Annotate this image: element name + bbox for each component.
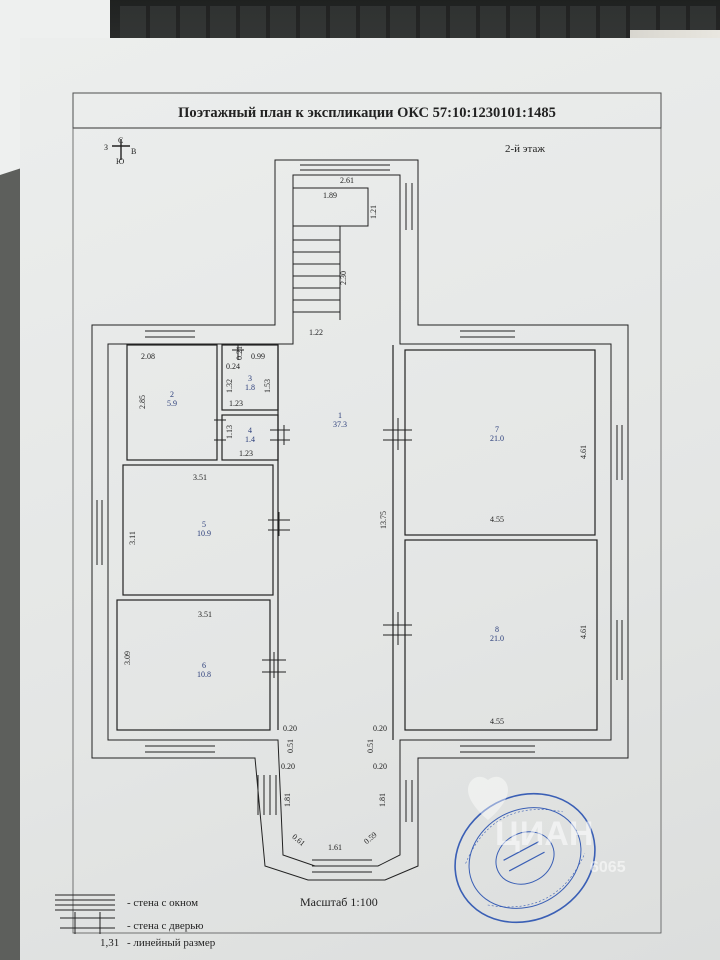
compass-north: С: [118, 136, 123, 145]
dim-room3-width: 0.99: [251, 352, 265, 361]
watermark: ЦИАН 6065: [468, 776, 626, 876]
dim-wall-left-2: 0.51: [286, 739, 295, 753]
scale-label: Масштаб 1:100: [300, 895, 378, 909]
dim-room3-height-left: 1.32: [225, 379, 234, 393]
doors: [214, 345, 412, 678]
floor-label: 2-й этаж: [505, 143, 545, 155]
dim-stair-landing: 1.89: [323, 191, 337, 200]
compass: С З В Ю: [104, 136, 136, 166]
room-7-area: 21.0: [490, 434, 504, 443]
dim-room3-height-right: 1.53: [263, 379, 272, 393]
dim-room3-small: 0.21: [235, 346, 244, 360]
dim-wall-left-1: 0.20: [283, 724, 297, 733]
dim-stair-top: 2.61: [340, 176, 354, 185]
room-3-number: 3: [248, 374, 252, 383]
room-2-outline: [126, 344, 218, 461]
room-1-number: 1: [338, 411, 342, 420]
floor-plan-paper: Поэтажный план к экспликации ОКС 57:10:1…: [20, 38, 720, 960]
dim-room4-height: 1.13: [225, 425, 234, 439]
dim-wall-right-1: 0.20: [373, 724, 387, 733]
room-5-area: 10.9: [197, 529, 211, 538]
room-4-area: 1.4: [245, 435, 255, 444]
dim-room8-width: 4.55: [490, 717, 504, 726]
legend: - стена с окном - стена с дверью 1,31 - …: [55, 894, 216, 949]
dim-room7-height: 4.61: [579, 445, 588, 459]
dim-room7-width: 4.55: [490, 515, 504, 524]
room-3-area: 1.8: [245, 383, 255, 392]
legend-door-text: - стена с дверью: [127, 920, 203, 932]
dim-room6-height: 3.09: [123, 651, 132, 665]
room-6-number: 6: [202, 661, 206, 670]
compass-east: В: [131, 147, 136, 156]
dim-room3-bottom: 1.23: [229, 399, 243, 408]
room-walls: [116, 344, 598, 740]
room-1-area: 37.3: [333, 420, 347, 429]
room-6-area: 10.8: [197, 670, 211, 679]
room-5-number: 5: [202, 520, 206, 529]
room-7-number: 7: [495, 425, 499, 434]
dim-bay-right: 1.81: [378, 793, 387, 807]
legend-window-text: - стена с окном: [127, 897, 198, 909]
compass-south: Ю: [116, 157, 124, 166]
dim-corridor-width: 1.22: [309, 328, 323, 337]
dim-room2-width: 2.08: [141, 352, 155, 361]
compass-west: З: [104, 143, 108, 152]
room-2-number-label: 2: [170, 390, 174, 399]
dim-bay-left: 1.81: [283, 793, 292, 807]
document-title: Поэтажный план к экспликации ОКС 57:10:1…: [178, 105, 556, 121]
legend-window-symbol: [55, 894, 115, 911]
legend-door-symbol: [60, 912, 115, 934]
dim-stair-length: 2.30: [339, 271, 348, 285]
legend-dim-text: - линейный размер: [127, 937, 216, 949]
dim-stair-right: 1.21: [369, 205, 378, 219]
cadastral-stamp: [454, 792, 596, 924]
watermark-logo-text: ЦИАН: [495, 815, 593, 853]
drawing-frame: [72, 92, 662, 934]
dim-wall-left-3: 0.20: [281, 762, 295, 771]
dim-bay-diag-left: 0.61: [290, 832, 307, 848]
room-8-number: 8: [495, 625, 499, 634]
room-8-area: 21.0: [490, 634, 504, 643]
room-labels: 1 1 37.3 2 5.9 3 1.8 4 1.4 5 10.9 6 10.8…: [167, 374, 504, 679]
dim-room5-width: 3.51: [193, 473, 207, 482]
watermark-code: 6065: [590, 859, 626, 876]
outer-walls: [91, 159, 629, 881]
dimension-labels: 2.61 1.89 1.21 2.30 1.22 13.75 2.08 2.85…: [123, 176, 588, 852]
room-2-area: 5.9: [167, 399, 177, 408]
room-4-number: 4: [248, 426, 252, 435]
dim-bay-diag-right: 0.59: [362, 830, 379, 846]
dim-corridor-length: 13.75: [379, 511, 388, 529]
room-6-outline: [116, 599, 271, 731]
dim-room4-width: 1.23: [239, 449, 253, 458]
dim-bay-front: 1.61: [328, 843, 342, 852]
dim-room8-height: 4.61: [579, 625, 588, 639]
dim-wall-right-3: 0.20: [373, 762, 387, 771]
staircase: [292, 187, 369, 320]
dim-room6-width: 3.51: [198, 610, 212, 619]
dim-room5-height: 3.11: [128, 531, 137, 545]
legend-dim-sample: 1,31: [100, 937, 119, 949]
room-7-outline: [404, 349, 596, 536]
dim-room2-height: 2.85: [138, 395, 147, 409]
dim-room3-left: 0.24: [226, 362, 240, 371]
windows: [91, 159, 629, 881]
floor-plan-drawing: Поэтажный план к экспликации ОКС 57:10:1…: [55, 92, 662, 949]
dim-wall-right-2: 0.51: [366, 739, 375, 753]
